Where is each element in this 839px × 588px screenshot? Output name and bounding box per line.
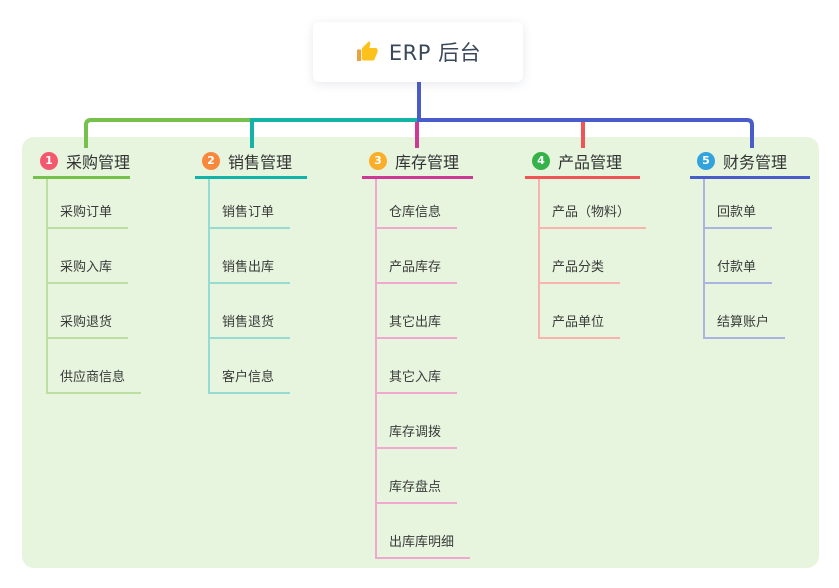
child-node-客户信息[interactable]: 客户信息 bbox=[208, 339, 291, 394]
child-node-label: 库存盘点 bbox=[389, 480, 442, 495]
branch-title: 销售管理 bbox=[228, 152, 293, 172]
branch-children: 销售订单销售出库销售退货客户信息 bbox=[195, 179, 307, 394]
child-node-供应商信息[interactable]: 供应商信息 bbox=[46, 339, 142, 394]
branch-财务管理: 5 财务管理回款单付款单结算账户 bbox=[690, 150, 810, 339]
thumbs-up-icon bbox=[356, 41, 378, 61]
branch-title: 库存管理 bbox=[395, 152, 460, 172]
branch-children: 回款单付款单结算账户 bbox=[690, 179, 810, 339]
branch-title: 财务管理 bbox=[723, 152, 788, 172]
branch-采购管理: 1 采购管理采购订单采购入库采购退货供应商信息 bbox=[33, 150, 142, 394]
branch-node-产品管理[interactable]: 4 产品管理 bbox=[525, 150, 640, 179]
child-node-库存盘点[interactable]: 库存盘点 bbox=[375, 449, 458, 504]
root-node-label: ERP 后台 bbox=[388, 41, 482, 65]
child-node-其它出库[interactable]: 其它出库 bbox=[375, 284, 458, 339]
child-node-产品库存[interactable]: 产品库存 bbox=[375, 229, 458, 284]
child-node-label: 回款单 bbox=[717, 205, 757, 220]
child-node-label: 产品单位 bbox=[552, 315, 605, 330]
priority-badge: 1 bbox=[40, 151, 58, 170]
child-node-label: 采购订单 bbox=[60, 205, 113, 220]
child-node-label: 其它入库 bbox=[389, 370, 442, 385]
priority-badge: 5 bbox=[697, 151, 715, 170]
priority-badge: 3 bbox=[369, 151, 387, 170]
child-node-产品分类[interactable]: 产品分类 bbox=[538, 229, 621, 284]
branch-children: 产品（物料） 产品分类产品单位 bbox=[525, 179, 647, 339]
child-node-label: 库存调拨 bbox=[389, 425, 442, 440]
child-node-回款单[interactable]: 回款单 bbox=[703, 179, 773, 229]
children-spine-line bbox=[538, 179, 540, 339]
branch-node-销售管理[interactable]: 2 销售管理 bbox=[195, 150, 307, 179]
child-node-label: 销售订单 bbox=[222, 205, 275, 220]
child-node-label: 其它出库 bbox=[389, 315, 442, 330]
child-node-label: 结算账户 bbox=[717, 315, 770, 330]
priority-badge: 2 bbox=[202, 151, 220, 170]
branch-title: 产品管理 bbox=[558, 152, 623, 172]
child-node-付款单[interactable]: 付款单 bbox=[703, 229, 773, 284]
child-node-销售出库[interactable]: 销售出库 bbox=[208, 229, 291, 284]
child-node-label: 采购退货 bbox=[60, 315, 113, 330]
branch-title: 采购管理 bbox=[66, 152, 131, 172]
child-node-label: 销售出库 bbox=[222, 260, 275, 275]
child-node-产品（物料）[interactable]: 产品（物料） bbox=[538, 179, 647, 229]
child-node-label: 仓库信息 bbox=[389, 205, 442, 220]
children-spine-line bbox=[208, 179, 210, 394]
child-node-结算账户[interactable]: 结算账户 bbox=[703, 284, 786, 339]
child-node-销售订单[interactable]: 销售订单 bbox=[208, 179, 291, 229]
child-node-label: 付款单 bbox=[717, 260, 757, 275]
children-spine-line bbox=[703, 179, 705, 339]
child-node-label: 产品（物料） bbox=[552, 205, 631, 220]
child-node-label: 供应商信息 bbox=[60, 370, 126, 385]
child-node-产品单位[interactable]: 产品单位 bbox=[538, 284, 621, 339]
branch-node-库存管理[interactable]: 3 库存管理 bbox=[362, 150, 473, 179]
branch-children: 仓库信息产品库存其它出库其它入库库存调拨库存盘点出库库明细 bbox=[362, 179, 473, 559]
child-node-销售退货[interactable]: 销售退货 bbox=[208, 284, 291, 339]
branch-node-财务管理[interactable]: 5 财务管理 bbox=[690, 150, 810, 179]
child-node-其它入库[interactable]: 其它入库 bbox=[375, 339, 458, 394]
branch-node-采购管理[interactable]: 1 采购管理 bbox=[33, 150, 130, 179]
child-node-采购入库[interactable]: 采购入库 bbox=[46, 229, 129, 284]
child-node-label: 产品库存 bbox=[389, 260, 442, 275]
child-node-采购退货[interactable]: 采购退货 bbox=[46, 284, 129, 339]
child-node-采购订单[interactable]: 采购订单 bbox=[46, 179, 129, 229]
child-node-label: 销售退货 bbox=[222, 315, 275, 330]
priority-badge: 4 bbox=[532, 151, 550, 170]
child-node-label: 采购入库 bbox=[60, 260, 113, 275]
child-node-出库库明细[interactable]: 出库库明细 bbox=[375, 504, 471, 559]
branch-库存管理: 3 库存管理仓库信息产品库存其它出库其它入库库存调拨库存盘点出库库明细 bbox=[362, 150, 473, 559]
branch-产品管理: 4 产品管理产品（物料） 产品分类产品单位 bbox=[525, 150, 647, 339]
child-node-label: 产品分类 bbox=[552, 260, 605, 275]
child-node-label: 客户信息 bbox=[222, 370, 275, 385]
branch-销售管理: 2 销售管理销售订单销售出库销售退货客户信息 bbox=[195, 150, 307, 394]
branches-background-panel bbox=[22, 137, 819, 568]
children-spine-line bbox=[46, 179, 48, 394]
root-node-erp[interactable]: ERP 后台 bbox=[313, 22, 523, 82]
child-node-库存调拨[interactable]: 库存调拨 bbox=[375, 394, 458, 449]
child-node-label: 出库库明细 bbox=[389, 535, 455, 550]
children-spine-line bbox=[375, 179, 377, 559]
child-node-仓库信息[interactable]: 仓库信息 bbox=[375, 179, 458, 229]
branch-children: 采购订单采购入库采购退货供应商信息 bbox=[33, 179, 142, 394]
